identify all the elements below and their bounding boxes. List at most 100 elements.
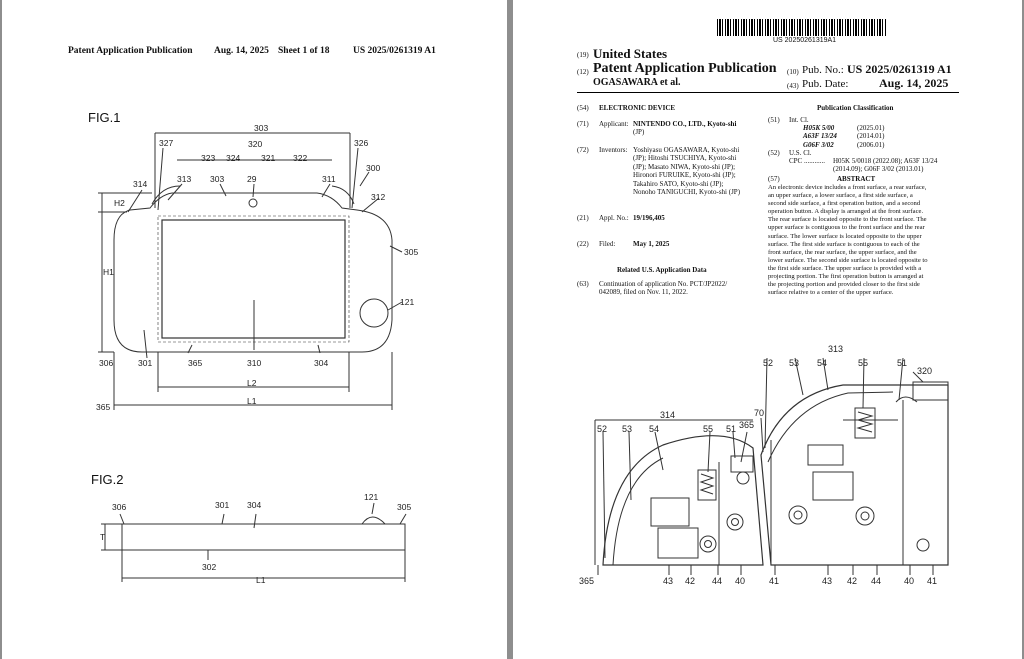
sheet-header-number: US 2025/0261319 A1 (353, 46, 436, 56)
intcl-date: (2025.01) (857, 124, 885, 132)
dref-320: 320 (917, 366, 932, 376)
dref-55: 55 (858, 358, 868, 368)
dref-40b: 40 (904, 576, 914, 586)
inventor-line: Hironori FURUIKE, Kyoto-shi (JP); (633, 171, 736, 180)
ref-306: 306 (99, 358, 113, 368)
f21-label: Appl. No.: (599, 214, 629, 222)
fig1-fig2-drawing: 303 327 320 326 323 324 321 322 314 313 … (96, 123, 418, 585)
country: United States (593, 46, 668, 61)
drawing-sheet-page: Patent Application Publication Aug. 14, … (2, 0, 507, 659)
dref-314: 314 (660, 410, 675, 420)
f71-label: Applicant: (599, 120, 629, 128)
ref-305: 305 (404, 247, 418, 257)
f54-code: (54) (577, 104, 589, 112)
ref-303-top: 303 (254, 123, 268, 133)
ref-h1: H1 (103, 267, 114, 277)
intcl-date: (2014.01) (857, 132, 885, 141)
dref-51: 51 (897, 358, 907, 368)
pubdate-code: (43) (787, 82, 799, 90)
ref-l1: L1 (247, 396, 257, 406)
f51-rows: H05K 5/00(2025.01) A63F 13/24(2014.01) G… (803, 124, 884, 149)
f22-code: (22) (577, 240, 589, 248)
f52-label: U.S. Cl. (789, 149, 812, 157)
dref-40a: 40 (735, 576, 745, 586)
publication-type: Patent Application Publication (593, 61, 777, 76)
dref-52b: 52 (597, 424, 607, 434)
abstract-line: the projecting portion and provided clos… (768, 281, 920, 289)
dref-43b: 43 (822, 576, 832, 586)
fig2-label: FIG.2 (91, 472, 124, 487)
ref-314: 314 (133, 179, 147, 189)
f71-lines: NINTENDO CO., LTD., Kyoto-shi (JP) (633, 120, 736, 137)
sheet-header-title: Patent Application Publication (68, 46, 193, 56)
abstract-line: upper surface is contiguous to the front… (768, 224, 925, 232)
f52-cpc-label: CPC ............ (789, 157, 825, 165)
ref-365: 365 (188, 358, 202, 368)
ref-312: 312 (371, 192, 385, 202)
housing-right (760, 384, 949, 566)
applicant-line: (JP) (633, 128, 645, 137)
dref-55b: 55 (703, 424, 713, 434)
housing-left (602, 435, 764, 566)
f52-lines: H05K 5/0018 (2022.08); A63F 13/24 (2014.… (833, 157, 937, 174)
barcode-text: US 20250261319A1 (773, 37, 837, 44)
dref-365b: 365 (579, 576, 594, 586)
fig2-ref-301: 301 (215, 500, 229, 510)
button-121-bump (361, 516, 386, 525)
fig2-ref-304: 304 (247, 500, 261, 510)
ref-320: 320 (248, 139, 262, 149)
sheet-header-date: Aug. 14, 2025 (214, 46, 269, 56)
pubclass-heading: Publication Classification (817, 104, 894, 112)
dref-42b: 42 (847, 576, 857, 586)
abstract-line: surface. The first side surface is conti… (768, 240, 920, 248)
barcode (717, 19, 887, 36)
type-code: (12) (577, 68, 589, 76)
dref-313: 313 (828, 344, 843, 354)
ref-311: 311 (322, 174, 336, 184)
intcl-code: G06F 3/02 (803, 140, 834, 149)
dref-54b: 54 (649, 424, 659, 434)
ref-310: 310 (247, 358, 261, 368)
ref-313: 313 (177, 174, 191, 184)
f54-title: ELECTRONIC DEVICE (599, 104, 676, 112)
representative-drawing: 313 52 53 54 55 51 320 314 70 52 53 54 5… (579, 344, 949, 586)
ref-304: 304 (314, 358, 328, 368)
f22-value: May 1, 2025 (633, 240, 670, 248)
applicant-line: NINTENDO CO., LTD., Kyoto-shi (633, 120, 737, 128)
abstract-heading: ABSTRACT (837, 175, 876, 183)
fig1-label: FIG.1 (88, 110, 121, 125)
ref-324: 324 (226, 153, 240, 163)
pubno: US 2025/0261319 A1 (847, 62, 952, 76)
f21-code: (21) (577, 214, 589, 222)
fig2-ref-121: 121 (364, 492, 378, 502)
inventor-line: Takahiro SATO, Kyoto-shi (JP); (633, 179, 724, 188)
dref-44b: 44 (871, 576, 881, 586)
pubdate: Aug. 14, 2025 (879, 76, 949, 90)
front-page: US 20250261319A1 (19) United States (12)… (513, 0, 1022, 659)
dref-53b: 53 (622, 424, 632, 434)
camera-circle (248, 198, 258, 208)
pubno-label: Pub. No.: (802, 64, 844, 76)
intcl-date: (2006.01) (857, 140, 885, 149)
f22-label: Filed: (599, 240, 616, 248)
f51-code: (51) (768, 116, 780, 124)
button-121-circle (359, 298, 389, 328)
ref-l2: L2 (247, 378, 257, 388)
dref-70: 70 (754, 408, 764, 418)
ref-29: 29 (247, 174, 257, 184)
dref-53: 53 (789, 358, 799, 368)
abstract-text: An electronic device includes a front su… (768, 184, 928, 297)
dref-42a: 42 (685, 576, 695, 586)
f57-code: (57) (768, 175, 780, 183)
ref-322: 322 (293, 153, 307, 163)
dref-365a: 365 (739, 420, 754, 430)
dref-44a: 44 (712, 576, 722, 586)
ref-326: 326 (354, 138, 368, 148)
f21-value: 19/196,405 (633, 214, 665, 222)
ref-303: 303 (210, 174, 224, 184)
fig2-ref-306: 306 (112, 502, 126, 512)
device-side-rect (121, 523, 406, 551)
cpc-line: (2014.09); G06F 3/02 (2013.01) (833, 165, 924, 174)
abstract-line: surface relative to a center of the uppe… (768, 289, 894, 297)
ref-327: 327 (159, 138, 173, 148)
